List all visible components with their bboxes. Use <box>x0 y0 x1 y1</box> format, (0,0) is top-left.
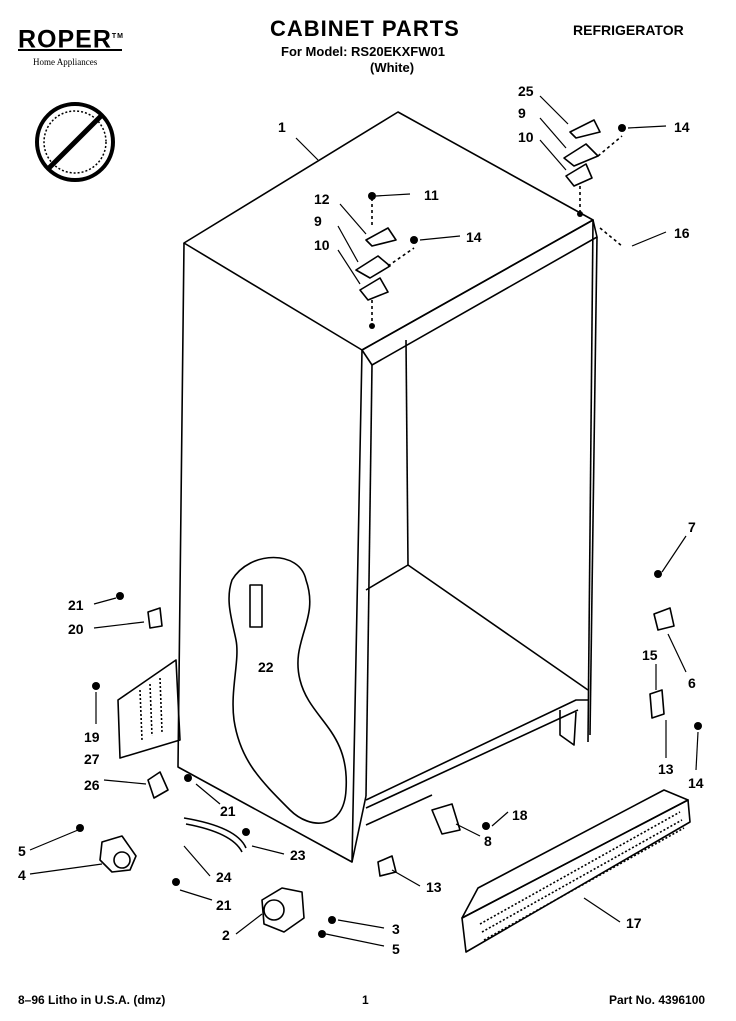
callout-21b: 21 <box>220 803 236 819</box>
callout-11: 11 <box>424 187 439 203</box>
callout-6: 6 <box>688 675 696 691</box>
page-title: CABINET PARTS <box>270 16 460 41</box>
callout-27: 27 <box>84 751 100 767</box>
brand-subtitle: Home Appliances <box>33 57 98 67</box>
callout-7: 7 <box>688 519 696 535</box>
callout-5: 5 <box>18 843 26 859</box>
callout-13: 13 <box>658 761 674 777</box>
top-hinge-center <box>355 198 415 326</box>
callout-12: 12 <box>314 191 330 207</box>
callout-5b: 5 <box>392 941 400 957</box>
callout-21: 21 <box>68 597 84 613</box>
callout-9b: 9 <box>314 213 322 229</box>
callout-9: 9 <box>518 105 526 121</box>
callout-15: 15 <box>642 647 658 663</box>
leader-arrows <box>29 95 699 947</box>
callout-10: 10 <box>518 129 534 145</box>
callout-20: 20 <box>68 621 84 637</box>
callout-2: 2 <box>222 927 230 943</box>
color-line: (White) <box>370 60 415 75</box>
brand-tm: TM <box>111 33 125 40</box>
cabinet-shell <box>177 111 623 863</box>
footer-print-info: 8–96 Litho in U.S.A. (dmz) <box>18 993 166 1007</box>
callout-4: 4 <box>18 867 26 883</box>
callout-3: 3 <box>392 921 400 937</box>
callout-24: 24 <box>216 869 232 885</box>
top-hinge-right <box>563 119 623 212</box>
front-grille <box>461 789 691 953</box>
front-leveling-bracket <box>261 887 305 933</box>
callout-14: 14 <box>674 119 690 135</box>
fasteners <box>76 124 702 938</box>
callout-10b: 10 <box>314 237 330 253</box>
callout-19: 19 <box>84 729 100 745</box>
model-line: For Model: RS20EKXFW01 <box>281 44 445 59</box>
callout-18: 18 <box>512 807 528 823</box>
callout-16: 16 <box>674 225 690 241</box>
callout-13b: 13 <box>426 879 442 895</box>
bracket-parts <box>147 607 675 877</box>
footer-page-number: 1 <box>362 993 369 1007</box>
control-box <box>117 659 181 759</box>
callout-22: 22 <box>258 659 274 675</box>
footer-part-number: Part No. 4396100 <box>609 993 706 1007</box>
callout-23: 23 <box>290 847 306 863</box>
roller-assembly <box>99 835 137 873</box>
callout-1: 1 <box>278 119 286 135</box>
callout-14c: 14 <box>688 775 704 791</box>
brand-logo: ROPERTM <box>18 24 124 52</box>
water-tube <box>183 817 247 853</box>
category-label: REFRIGERATOR <box>573 22 684 38</box>
callout-17: 17 <box>626 915 642 931</box>
callout-8: 8 <box>484 833 492 849</box>
callout-21c: 21 <box>216 897 232 913</box>
no-r12-symbol-icon <box>35 102 115 182</box>
callout-25: 25 <box>518 83 534 99</box>
brand-name: ROPER <box>18 25 112 54</box>
callout-14b: 14 <box>466 229 482 245</box>
callout-26: 26 <box>84 777 100 793</box>
